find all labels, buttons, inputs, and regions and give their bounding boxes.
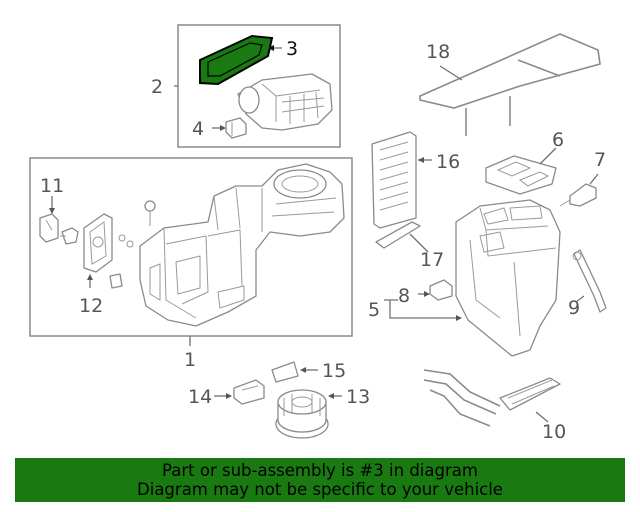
part-7-sensor bbox=[559, 183, 597, 207]
part-18-frame bbox=[419, 33, 601, 136]
part-14-resistor bbox=[233, 379, 265, 405]
callout-16: 16 bbox=[436, 151, 460, 173]
part-16-filter bbox=[371, 131, 417, 229]
callout-9: 9 bbox=[568, 297, 580, 319]
part-1-heater-housing bbox=[139, 163, 345, 327]
callout-2: 2 bbox=[151, 76, 163, 98]
part-5-housing bbox=[455, 199, 561, 357]
callout-17: 17 bbox=[420, 249, 444, 271]
part-9-rod bbox=[572, 249, 607, 313]
part-8-actuator bbox=[429, 279, 453, 301]
part-17-bracket bbox=[375, 221, 421, 249]
part-10-tubes bbox=[423, 369, 561, 427]
part-6-door bbox=[485, 155, 557, 195]
callout-3[interactable]: 3 bbox=[286, 38, 298, 60]
callout-4: 4 bbox=[192, 118, 204, 140]
leader-5 bbox=[384, 299, 458, 319]
part-15-seal bbox=[271, 361, 299, 383]
banner-line-2: Diagram may not be specific to your vehi… bbox=[137, 480, 503, 499]
callout-10: 10 bbox=[542, 421, 566, 443]
callout-15: 15 bbox=[322, 360, 346, 382]
part-2-housing bbox=[237, 73, 333, 131]
info-banner: Part or sub-assembly is #3 in diagram Di… bbox=[15, 458, 625, 502]
callout-18: 18 bbox=[426, 41, 450, 63]
screw-fastener bbox=[144, 200, 156, 226]
group-box-1 bbox=[29, 157, 353, 337]
callout-12: 12 bbox=[79, 295, 103, 317]
part-12-gasket bbox=[83, 213, 134, 289]
callout-14: 14 bbox=[188, 386, 212, 408]
part-4-sensor bbox=[225, 117, 247, 139]
callout-6: 6 bbox=[552, 129, 564, 151]
callout-8: 8 bbox=[398, 285, 410, 307]
parts-diagram: 2 3 4 11 12 1 bbox=[29, 24, 607, 443]
part-13-blower-motor bbox=[275, 389, 329, 439]
callout-11: 11 bbox=[40, 175, 64, 197]
callout-13: 13 bbox=[346, 386, 370, 408]
callout-5: 5 bbox=[368, 299, 380, 321]
callout-7: 7 bbox=[594, 149, 606, 171]
callout-1: 1 bbox=[184, 349, 196, 371]
banner-line-1: Part or sub-assembly is #3 in diagram bbox=[162, 461, 478, 480]
part-11-actuator bbox=[39, 213, 79, 245]
part-3-highlighted[interactable] bbox=[199, 34, 274, 86]
